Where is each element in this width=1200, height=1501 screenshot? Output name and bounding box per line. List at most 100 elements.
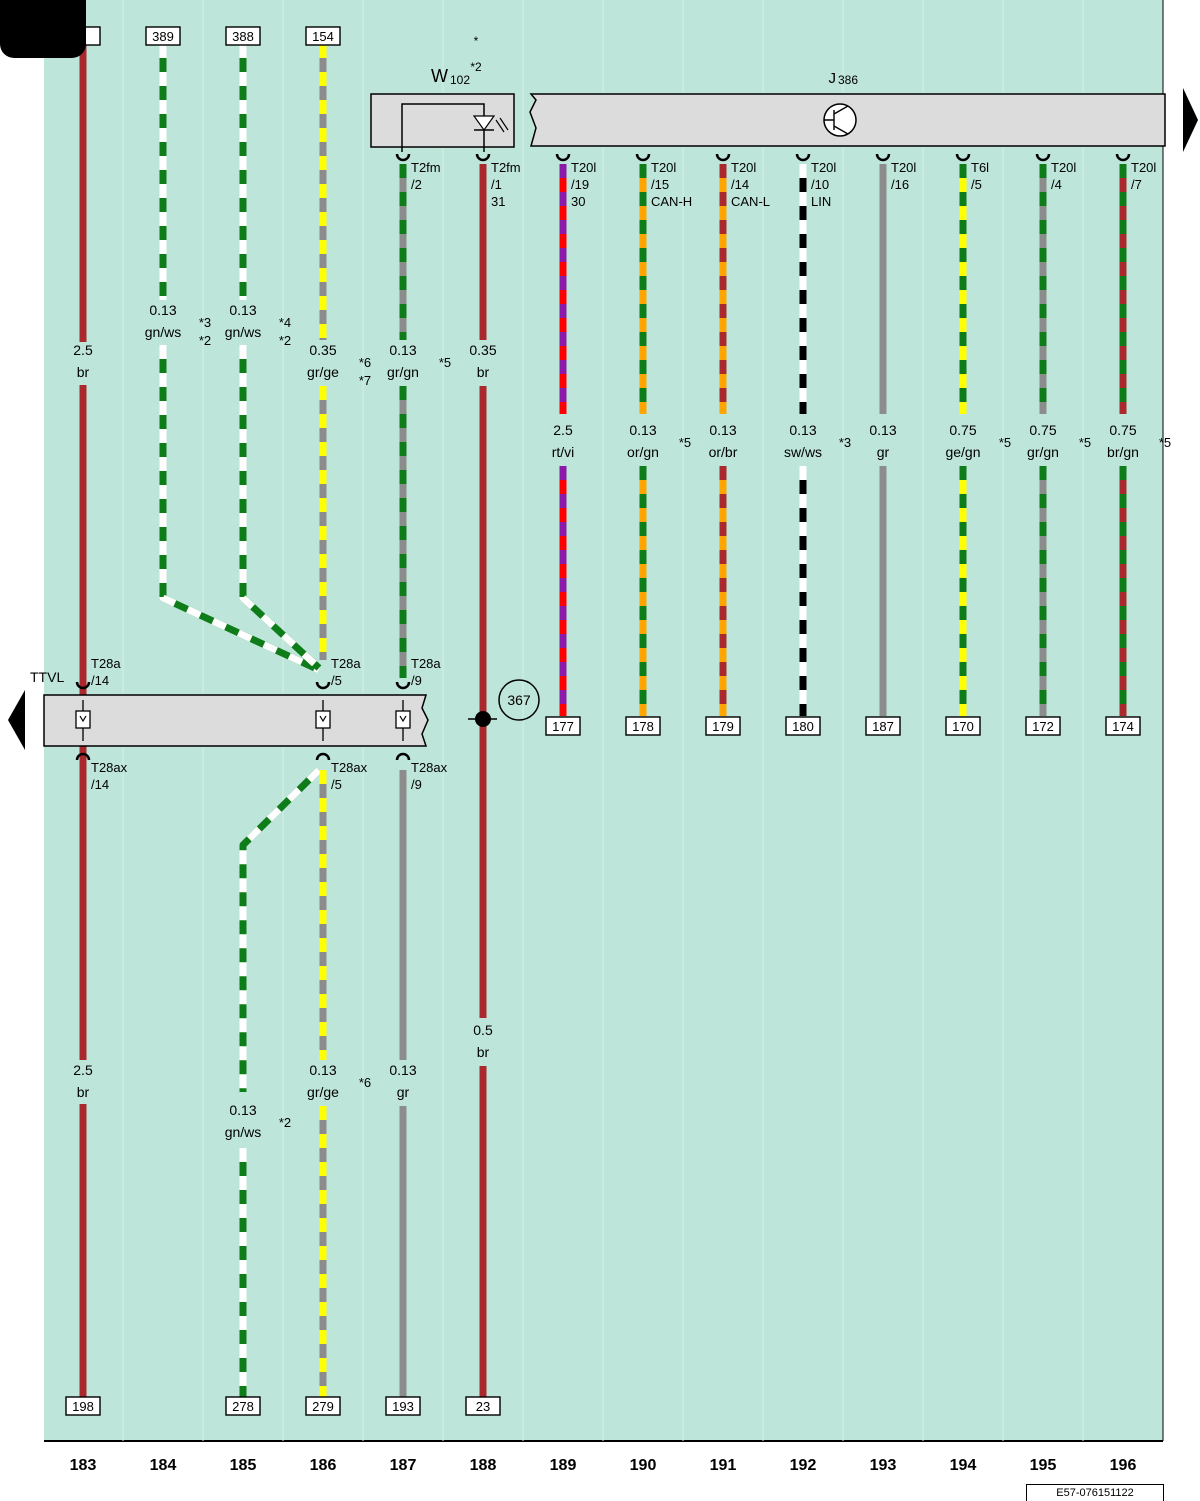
connector-pin-label: 31 — [491, 194, 505, 209]
pin-cap-186 — [315, 752, 331, 761]
w102-note: *2 — [470, 60, 482, 74]
w102-internal-path — [401, 103, 485, 152]
wire-footnote: *5 — [679, 435, 691, 450]
column-number: 187 — [390, 1457, 417, 1474]
column-number: 191 — [710, 1457, 737, 1474]
connector-pin-label: /2 — [411, 177, 422, 192]
wire-color-label: rt/vi — [552, 444, 575, 460]
connector-pin-label: /4 — [1051, 177, 1062, 192]
wire-185-lower-stripe — [239, 767, 322, 1092]
connector-contact-icon — [315, 710, 331, 729]
connector-pin-label: T28a — [331, 656, 361, 671]
connector-pin-label: T28ax — [91, 760, 128, 775]
connector-pin-label: 30 — [571, 194, 585, 209]
wire-footnote: *6 — [359, 355, 371, 370]
wire-color-label: or/gn — [627, 444, 659, 460]
ref-box-label: 177 — [552, 719, 574, 734]
pin-cap-187 — [395, 752, 411, 761]
wire-color-label: gr/ge — [307, 1084, 339, 1100]
contact-arrow-icon — [399, 715, 407, 723]
connector-pin-label: /9 — [411, 673, 422, 688]
w102-note: * — [474, 34, 479, 48]
wire-size-label: 0.13 — [149, 302, 176, 318]
wire-color-label: gr/gn — [1027, 444, 1059, 460]
ref-box — [225, 26, 261, 46]
wire-size-label: 2.5 — [73, 1062, 93, 1078]
wire-size-label: 0.75 — [949, 422, 976, 438]
connector-pin-label: /14 — [731, 177, 749, 192]
wire-color-label: ge/gn — [945, 444, 980, 460]
wire-footnote: *5 — [439, 355, 451, 370]
column-number: 183 — [70, 1457, 97, 1474]
pin-cap-189 — [555, 153, 571, 162]
connector-pin-label: /5 — [331, 777, 342, 792]
connector-pin-label: /14 — [91, 673, 109, 688]
connector-pin-label: T2fm — [491, 160, 521, 175]
ref-box — [305, 1396, 341, 1416]
ref-box-label: 388 — [232, 29, 254, 44]
wire-size-label: 0.13 — [869, 422, 896, 438]
wire-color-label: br/gn — [1107, 444, 1139, 460]
connector-pin-label: /1 — [491, 177, 502, 192]
connector-pin-label: T28ax — [331, 760, 368, 775]
connector-pin-label: T6l — [971, 160, 989, 175]
wire-color-label: br — [77, 364, 90, 380]
connector-pin-label: T20l — [891, 160, 916, 175]
wire-footnote: *2 — [279, 1115, 291, 1130]
wire-size-label: 0.35 — [469, 342, 496, 358]
wire-footnote: *4 — [279, 315, 291, 330]
connector-pin-label: CAN-H — [651, 194, 692, 209]
pin-cap-183 — [75, 752, 91, 761]
connector-contact-icon — [395, 710, 411, 729]
wire-size-label: 0.13 — [229, 1102, 256, 1118]
connector-pin-label: /15 — [651, 177, 669, 192]
pin-cap-194 — [955, 153, 971, 162]
column-number: 186 — [310, 1457, 337, 1474]
ref-box-label: 389 — [152, 29, 174, 44]
wire-size-label: 2.5 — [553, 422, 573, 438]
connector-pin-label: T20l — [571, 160, 596, 175]
wire-184-stripe — [159, 345, 321, 674]
wire-color-label: gn/ws — [225, 324, 262, 340]
contact-arrow-icon — [79, 715, 87, 723]
ref-box — [145, 26, 181, 46]
column-number: 192 — [790, 1457, 817, 1474]
wire-color-label: br — [477, 364, 490, 380]
ground-point-label: 367 — [507, 692, 531, 708]
wire-footnote: *2 — [279, 333, 291, 348]
w102-subscript: 102 — [450, 73, 470, 87]
ref-box-label: 174 — [1112, 719, 1134, 734]
page-corner-tab — [0, 0, 86, 58]
wire-footnote: *5 — [999, 435, 1011, 450]
wire-color-label: br — [77, 1084, 90, 1100]
pin-cap-188 — [475, 153, 491, 162]
column-number: 185 — [230, 1457, 257, 1474]
diagram-id: E57-076151122 — [1026, 1484, 1164, 1501]
ref-box-label: 23 — [476, 1399, 490, 1414]
pin-cap-183 — [75, 681, 91, 690]
column-number: 194 — [950, 1457, 977, 1474]
ref-box-label: 172 — [1032, 719, 1054, 734]
connector-pin-label: T20l — [811, 160, 836, 175]
wire-footnote: *7 — [359, 373, 371, 388]
column-number: 193 — [870, 1457, 897, 1474]
contact-arrow-icon — [319, 715, 327, 723]
wire-size-label: 0.5 — [473, 1022, 493, 1038]
wire-color-label: sw/ws — [784, 444, 822, 460]
pin-cap-187 — [395, 153, 411, 162]
wire-footnote: *3 — [199, 315, 211, 330]
wire-color-label: or/br — [709, 444, 738, 460]
ref-box-label: 198 — [72, 1399, 94, 1414]
wire-size-label: 0.13 — [389, 342, 416, 358]
wire-color-label: gr/gn — [387, 364, 419, 380]
connector-pin-label: T20l — [1051, 160, 1076, 175]
column-number: 189 — [550, 1457, 577, 1474]
connector-pin-label: /9 — [411, 777, 422, 792]
wire-185-stripe — [239, 345, 322, 671]
wire-footnote: *5 — [1079, 435, 1091, 450]
ground-junction — [475, 711, 491, 727]
connector-pin-label: /19 — [571, 177, 589, 192]
pin-cap-195 — [1035, 153, 1051, 162]
wire-size-label: 0.75 — [1029, 422, 1056, 438]
